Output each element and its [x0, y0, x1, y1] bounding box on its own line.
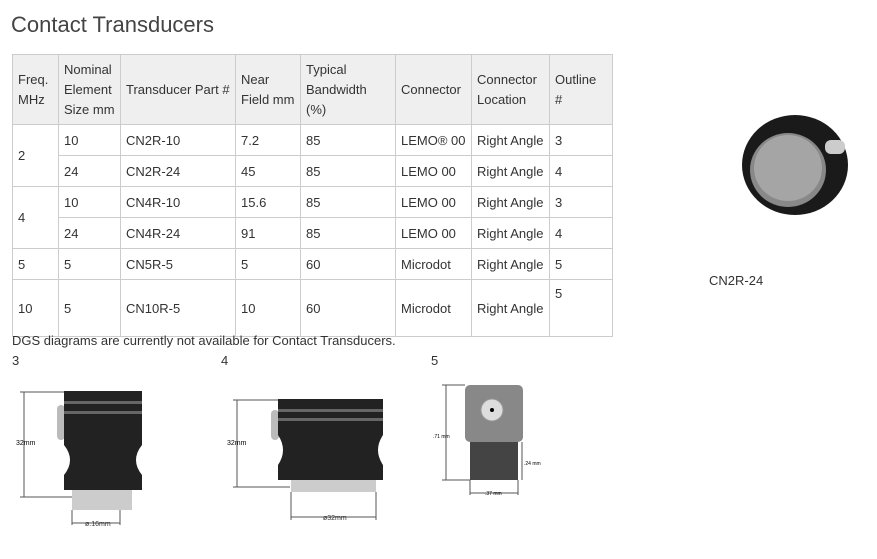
dgs-note: DGS diagrams are currently not available… [12, 333, 396, 348]
outline-5-lower: .24 mm [524, 461, 541, 467]
product-caption: CN2R-24 [709, 273, 764, 288]
table-cell: 10 [58, 186, 121, 218]
table-cell: LEMO 00 [395, 155, 472, 187]
page-title: Contact Transducers [11, 12, 214, 37]
table-cell: Microdot [395, 279, 472, 337]
table-cell: Right Angle [471, 217, 550, 249]
freq-cell: 10 [12, 279, 59, 337]
outline-label-4: 4 [221, 353, 229, 368]
col-header: Nominal Element Size mm [58, 54, 121, 125]
outline-4-width: ø32mm [323, 515, 347, 522]
col-header: Connector [395, 54, 472, 125]
table-cell: 7.2 [235, 124, 301, 156]
table-cell: 10 [235, 279, 301, 337]
table-cell: 5 [235, 248, 301, 280]
outline-5-height: .71 mm [433, 434, 450, 440]
outline-5-drawing: .71 mm .24 mm .37 mm [433, 384, 541, 497]
product-image [742, 115, 848, 215]
table-cell: 91 [235, 217, 301, 249]
table-cell: 24 [58, 155, 121, 187]
table-cell: CN10R-5 [120, 279, 236, 337]
table-cell: 45 [235, 155, 301, 187]
table-cell: 85 [300, 155, 396, 187]
table-cell: 5 [549, 279, 613, 337]
outline-3-drawing: 32mm ø.16mm [16, 391, 142, 528]
freq-cell: 4 [12, 186, 59, 249]
col-header: Connector Location [471, 54, 550, 125]
col-header: Transducer Part # [120, 54, 236, 125]
table-cell: CN5R-5 [120, 248, 236, 280]
table-cell: 3 [549, 186, 613, 218]
table-cell: 5 [58, 279, 121, 337]
col-header: Typical Bandwidth (%) [300, 54, 396, 125]
table-cell: LEMO 00 [395, 217, 472, 249]
outline-5-width: .37 mm [485, 491, 502, 497]
table-cell: 60 [300, 248, 396, 280]
table-cell: LEMO 00 [395, 186, 472, 218]
outline-4-drawing: 32mm ø32mm [227, 399, 383, 522]
col-header: Outline # [549, 54, 613, 125]
col-header: Near Field mm [235, 54, 301, 125]
outline-4-height: 32mm [227, 440, 247, 447]
table-cell: 15.6 [235, 186, 301, 218]
table-cell: 85 [300, 186, 396, 218]
table-cell: CN4R-10 [120, 186, 236, 218]
table-cell: LEMO® 00 [395, 124, 472, 156]
table-cell: 85 [300, 217, 396, 249]
table-cell: Microdot [395, 248, 472, 280]
freq-cell: 5 [12, 248, 59, 280]
table-cell: Right Angle [471, 279, 550, 337]
freq-cell: 2 [12, 124, 59, 187]
table-cell: CN2R-24 [120, 155, 236, 187]
outline-label-5: 5 [431, 353, 439, 368]
table-cell: 85 [300, 124, 396, 156]
outline-label-3: 3 [12, 353, 20, 368]
table-cell: 10 [58, 124, 121, 156]
table-cell: CN2R-10 [120, 124, 236, 156]
transducer-table: Freq. MHz Nominal Element Size mm Transd… [12, 54, 613, 337]
table-cell: Right Angle [471, 124, 550, 156]
table-cell: Right Angle [471, 186, 550, 218]
table-cell: CN4R-24 [120, 217, 236, 249]
table-cell: 24 [58, 217, 121, 249]
table-cell: 4 [549, 155, 613, 187]
outline-3-width: ø.16mm [85, 521, 111, 528]
table-cell: 4 [549, 217, 613, 249]
outline-3-height: 32mm [16, 440, 36, 447]
table-cell: Right Angle [471, 248, 550, 280]
col-header: Freq. MHz [12, 54, 59, 125]
table-cell: 3 [549, 124, 613, 156]
table-cell: 5 [58, 248, 121, 280]
table-cell: 60 [300, 279, 396, 337]
table-cell: Right Angle [471, 155, 550, 187]
table-cell: 5 [549, 248, 613, 280]
